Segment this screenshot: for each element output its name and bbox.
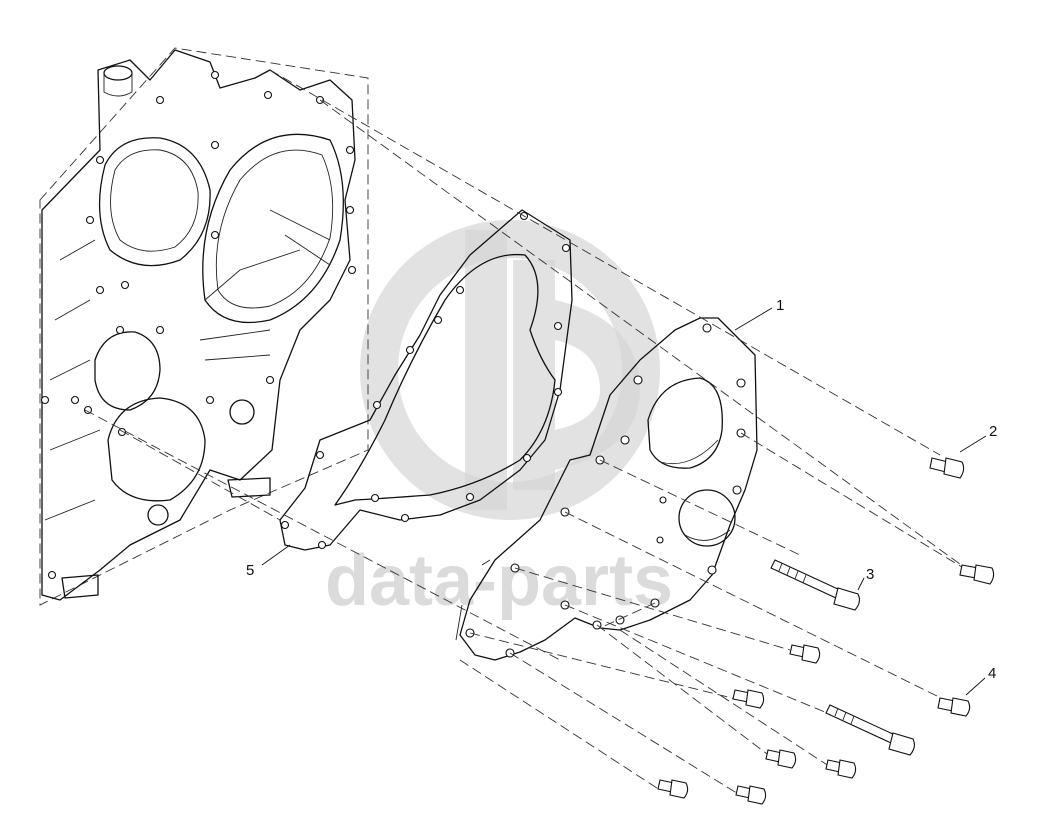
housing-small-bore-lower [147, 504, 169, 526]
housing-ribs-right [269, 209, 331, 266]
housing-bolt-holes [40, 70, 357, 580]
callout-1-label: 1 [776, 297, 784, 314]
bolt-small-b [732, 689, 765, 709]
cover-plate-outline [459, 317, 758, 661]
cover-plate-lower-opening [678, 489, 736, 547]
housing-bore-right-inner [215, 149, 334, 309]
housing-top-boss-side [103, 73, 133, 97]
bolts [657, 457, 995, 805]
bolt-part-4 [937, 697, 971, 717]
housing-tab-1 [227, 477, 271, 498]
cover-plate-upper-opening [647, 377, 723, 469]
housing-tab-2 [61, 574, 99, 599]
callouts: 1 2 3 4 5 [246, 297, 997, 696]
bolt-small-e [657, 779, 689, 799]
cover-plate-upper-opening-lip [659, 439, 719, 465]
callout-1: 1 [734, 297, 784, 331]
watermark: data-parts [325, 220, 673, 621]
bolt-small-a [789, 644, 821, 664]
cover-plate-edge [455, 559, 491, 641]
housing-bore-right [202, 133, 344, 324]
housing-top-boss [103, 65, 133, 81]
cover-plate-lower-opening-lip [684, 529, 731, 541]
housing-ribs-left [44, 239, 101, 521]
housing-bore-upper-inner [110, 149, 199, 252]
callout-4-label: 4 [988, 665, 996, 682]
housing-dashed-frame [39, 47, 369, 606]
callout-5-label: 5 [246, 562, 254, 579]
callout-2-label: 2 [989, 423, 997, 440]
cover-plate-part-1 [455, 317, 758, 661]
bolt-small-d [825, 759, 857, 779]
watermark-text: data-parts [325, 541, 673, 621]
housing-outline [41, 49, 356, 601]
bolt-part-2 [929, 457, 965, 479]
gasket-inner-opening [334, 253, 556, 506]
gasket-bolt-holes [280, 211, 571, 550]
housing-bore-upper [98, 137, 211, 267]
callout-2: 2 [959, 423, 997, 453]
bolt-small-f [735, 785, 767, 805]
watermark-logo-curve [555, 300, 640, 470]
bolt-upper-right [959, 564, 995, 585]
housing-bore-lower [107, 397, 206, 502]
engine-housing [39, 47, 369, 606]
bolt-small-c [765, 749, 797, 769]
callout-5: 5 [246, 544, 291, 579]
callout-4: 4 [965, 665, 996, 696]
watermark-logo-bar-left [465, 230, 507, 510]
watermark-logo-bar-right [513, 260, 555, 490]
bolt-long-lower [825, 704, 916, 756]
gasket-outline [279, 209, 573, 551]
housing-small-bore [229, 399, 255, 425]
housing-ribs-center [199, 249, 301, 361]
cover-plate-bolt-holes [465, 323, 746, 658]
gasket-part-5 [279, 209, 573, 551]
callout-3: 3 [857, 566, 874, 591]
housing-bore-mid [94, 331, 161, 411]
callout-3-label: 3 [866, 566, 874, 583]
bolt-part-3 [770, 559, 861, 611]
